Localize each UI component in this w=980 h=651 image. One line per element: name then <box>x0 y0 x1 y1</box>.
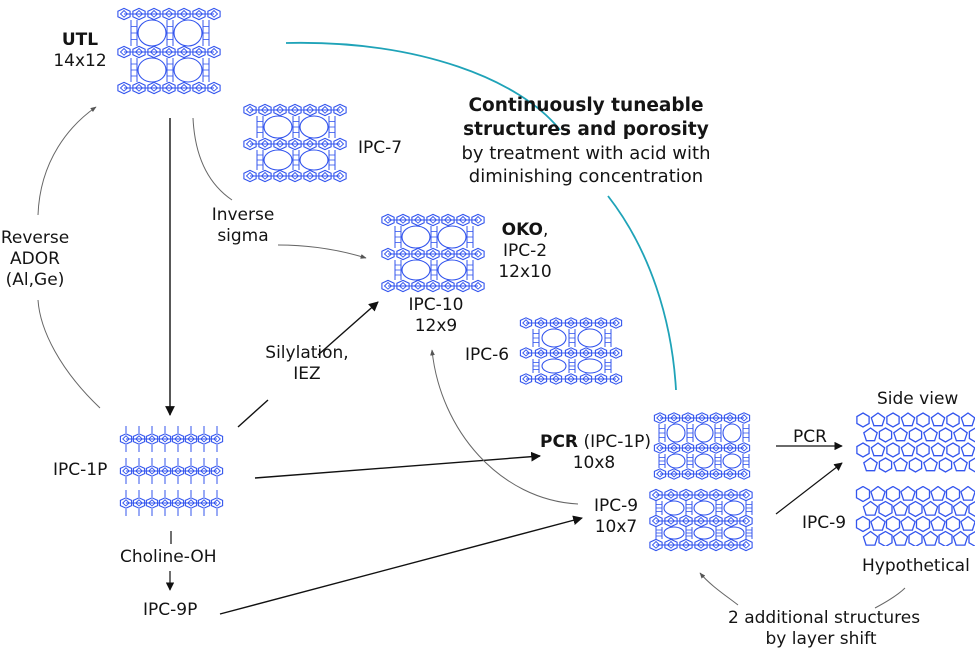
callout-bold-2: structures and porosity <box>463 119 709 140</box>
side-view-title: Side view <box>877 389 959 409</box>
choline-label: Choline-OH <box>120 547 217 567</box>
ipc7-label: IPC-7 <box>358 138 403 158</box>
ipc1p-layers <box>119 426 224 516</box>
ipc10-label: IPC-10 12x9 <box>408 295 464 336</box>
callout-regular-1: by treatment with acid with <box>461 143 711 164</box>
ipc1p-to-pcr-arrow <box>254 451 541 479</box>
callout-text: Continuously tuneable structures and por… <box>448 94 724 188</box>
silylation-label: Silylation, IEZ <box>265 343 349 384</box>
inverse-sigma-label: Inverse sigma <box>211 205 275 246</box>
reverse-ador-label: Reverse ADOR (Al,Ge) <box>0 228 70 290</box>
ipc9p-to-ipc9-arrow <box>219 515 583 615</box>
ipc1p-label: IPC-1P <box>53 460 108 480</box>
pcr-name: PCR <box>540 432 579 452</box>
utl-framework <box>117 7 221 95</box>
ipc9-framework <box>649 488 753 552</box>
ipc9-arrow-label: IPC-9 <box>802 513 847 533</box>
oko-alt: IPC-2 <box>502 241 548 261</box>
callout-bold-1: Continuously tuneable <box>468 95 704 116</box>
oko-label: OKO, IPC-2 12x10 <box>494 220 556 283</box>
hypothetical-label: Hypothetical <box>862 556 970 576</box>
oko-name: OKO <box>501 220 543 240</box>
pcr-pore: 10x8 <box>572 453 616 473</box>
side-view-ipc9 <box>855 486 975 546</box>
layer-shift-line-right <box>874 587 906 609</box>
silylation-arrow <box>237 399 269 428</box>
utl-pore: 14x12 <box>53 51 107 71</box>
side-view-pcr <box>856 412 975 473</box>
pcr-label: PCR (IPC-1P) 10x8 <box>540 432 652 473</box>
layer-shift-arrow-left <box>699 572 739 606</box>
callout-regular-2: diminishing concentration <box>468 166 704 187</box>
ipc10-framework <box>381 213 485 293</box>
pcr-framework <box>653 412 751 480</box>
pcr-arrow-label: PCR <box>793 427 827 447</box>
ipc9-label: IPC-9 10x7 <box>593 496 639 537</box>
ipc9p-label: IPC-9P <box>143 600 198 620</box>
ipc6-label: IPC-6 <box>465 345 510 365</box>
ipc7-framework <box>243 103 347 183</box>
ipc9-side-arrow <box>775 462 843 515</box>
utl-label: UTL 14x12 <box>52 30 108 72</box>
layer-shift-note: 2 additional structures by layer shift <box>728 608 921 649</box>
oko-pore: 12x10 <box>498 262 552 282</box>
utl-name: UTL <box>61 30 99 50</box>
ipc6-framework <box>519 317 623 385</box>
